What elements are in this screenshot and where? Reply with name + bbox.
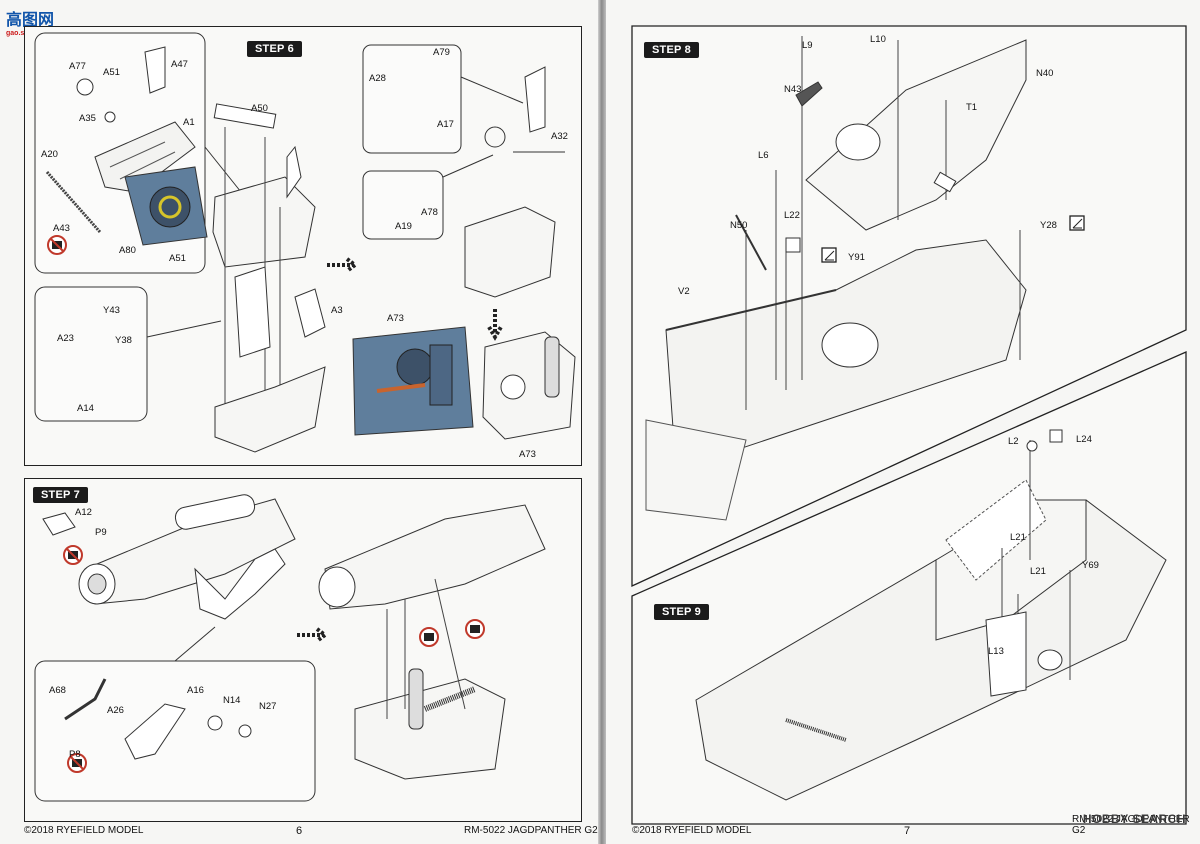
part-label: A32 — [551, 131, 568, 142]
part-label: L9 — [802, 40, 813, 51]
part-label: A68 — [49, 685, 66, 696]
part-label: Y69 — [1082, 560, 1099, 571]
step7-badge: STEP 7 — [33, 487, 88, 503]
part-label: A20 — [41, 149, 58, 160]
part-label: N14 — [223, 695, 241, 706]
part-label: A51 — [103, 67, 120, 78]
part-label: L24 — [1076, 434, 1092, 445]
part-label: A26 — [107, 705, 124, 716]
left-page: 高图网 gao.shou.com STEP 6 — [0, 0, 598, 844]
footer-copyright: ©2018 RYEFIELD MODEL — [632, 825, 752, 836]
step9-badge: STEP 9 — [654, 604, 709, 620]
step7-inset — [34, 660, 316, 802]
part-label: A16 — [187, 685, 204, 696]
part-label: A79 — [433, 47, 450, 58]
step7-drawing — [34, 494, 546, 802]
page-number: 7 — [904, 825, 911, 837]
part-label: Y38 — [115, 335, 132, 346]
step6-drawing — [34, 32, 576, 453]
part-label: Y91 — [848, 252, 865, 263]
part-label: A73 — [387, 313, 404, 324]
step6-inset-a19 — [362, 170, 444, 240]
part-label: L6 — [758, 150, 769, 161]
footer-copyright: ©2018 RYEFIELD MODEL — [24, 825, 144, 836]
step6-inset-a17 — [362, 44, 462, 154]
step8-badge: STEP 8 — [644, 42, 699, 58]
part-label: T1 — [966, 102, 978, 113]
part-label: A50 — [251, 103, 268, 114]
part-label: A78 — [421, 207, 438, 218]
part-label: A47 — [171, 59, 188, 70]
part-label: L22 — [784, 210, 800, 221]
part-label: N40 — [1036, 68, 1054, 79]
part-label: L10 — [870, 34, 886, 45]
part-label: P9 — [95, 527, 107, 538]
part-label: N50 — [730, 220, 748, 231]
part-label: Y43 — [103, 305, 120, 316]
step7-panel: STEP 7 — [24, 478, 582, 822]
part-label: A12 — [75, 507, 92, 518]
part-label: A51 — [169, 253, 186, 264]
page-number: 6 — [296, 825, 303, 837]
part-label: L21 — [1030, 566, 1046, 577]
part-label: A3 — [331, 305, 343, 316]
step6-panel: STEP 6 — [24, 26, 582, 466]
part-label: A14 — [77, 403, 94, 414]
step6-badge: STEP 6 — [247, 41, 302, 57]
right-panels-frame — [631, 25, 1187, 825]
part-label: A17 — [437, 119, 454, 130]
part-label: A80 — [119, 245, 136, 256]
part-label: L13 — [988, 646, 1004, 657]
site-logo-main: 高图网 — [6, 12, 55, 29]
hobby-search-watermark: HOBBY SEARCH — [1082, 812, 1186, 826]
step6-inset-a14 — [34, 286, 148, 422]
part-label: A43 — [53, 223, 70, 234]
right-page: STEP 8 STEP 9 L9 L10 N40 N43 T1 L6 L22 N… — [606, 0, 1200, 844]
part-label: A1 — [183, 117, 195, 128]
footer-model: RM-5022 JAGDPANTHER G2 — [1072, 814, 1190, 836]
footer-model: RM-5022 JAGDPANTHER G2 — [464, 825, 598, 836]
part-label: A28 — [369, 73, 386, 84]
part-label: A23 — [57, 333, 74, 344]
part-label: N43 — [784, 84, 802, 95]
part-label: V2 — [678, 286, 690, 297]
part-label: L21 — [1010, 532, 1026, 543]
part-label: L2 — [1008, 436, 1019, 447]
part-label: A73 — [519, 449, 536, 460]
part-label: N27 — [259, 701, 277, 712]
part-label: A77 — [69, 61, 86, 72]
book-spine — [598, 0, 606, 844]
part-label: A19 — [395, 221, 412, 232]
part-label: Y28 — [1040, 220, 1057, 231]
part-label: A35 — [79, 113, 96, 124]
part-label: P8 — [69, 749, 81, 760]
